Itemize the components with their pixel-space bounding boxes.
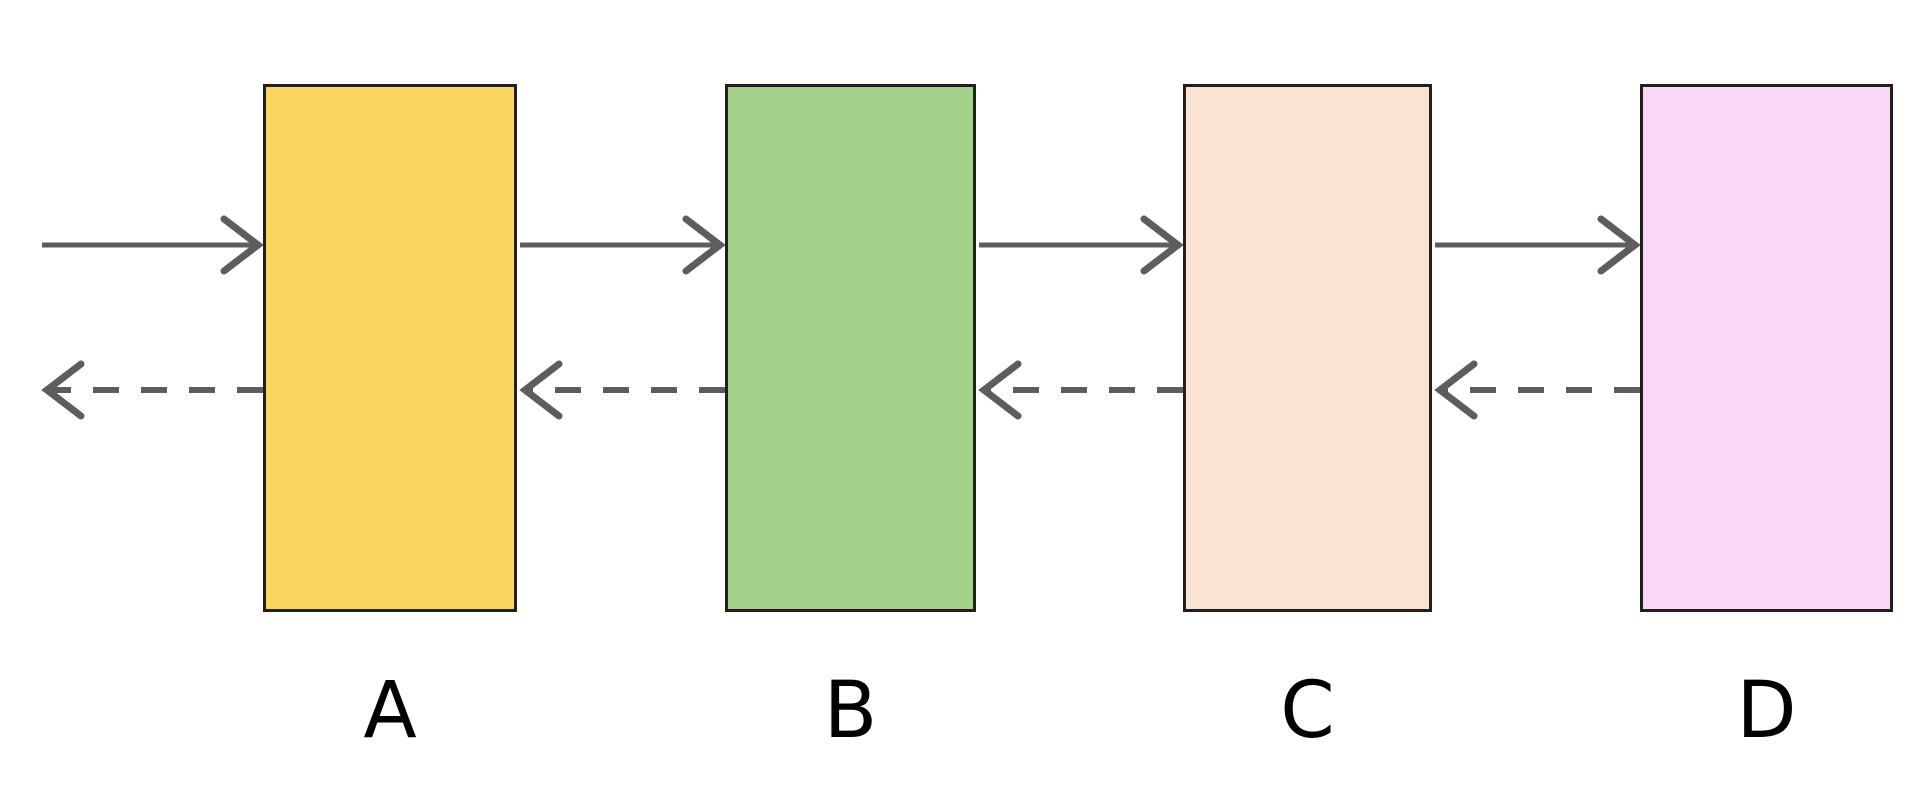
block-c[interactable] bbox=[1183, 84, 1432, 612]
block-c-label: C bbox=[1280, 666, 1335, 756]
forward-arrow-a-to-b bbox=[520, 215, 726, 275]
forward-arrow-into-a bbox=[42, 215, 264, 275]
backward-arrow-c-to-b bbox=[978, 360, 1183, 420]
block-d[interactable] bbox=[1640, 84, 1893, 612]
block-a[interactable] bbox=[263, 84, 517, 612]
backward-arrow-d-to-c bbox=[1434, 360, 1640, 420]
block-d-label: D bbox=[1736, 666, 1797, 756]
block-b[interactable] bbox=[725, 84, 976, 612]
block-b-label: B bbox=[823, 666, 878, 756]
forward-arrow-c-to-d bbox=[1435, 215, 1641, 275]
forward-arrow-b-to-c bbox=[979, 215, 1184, 275]
backward-arrow-out-of-a bbox=[41, 360, 263, 420]
block-a-label: A bbox=[363, 666, 417, 756]
backward-arrow-b-to-a bbox=[519, 360, 725, 420]
